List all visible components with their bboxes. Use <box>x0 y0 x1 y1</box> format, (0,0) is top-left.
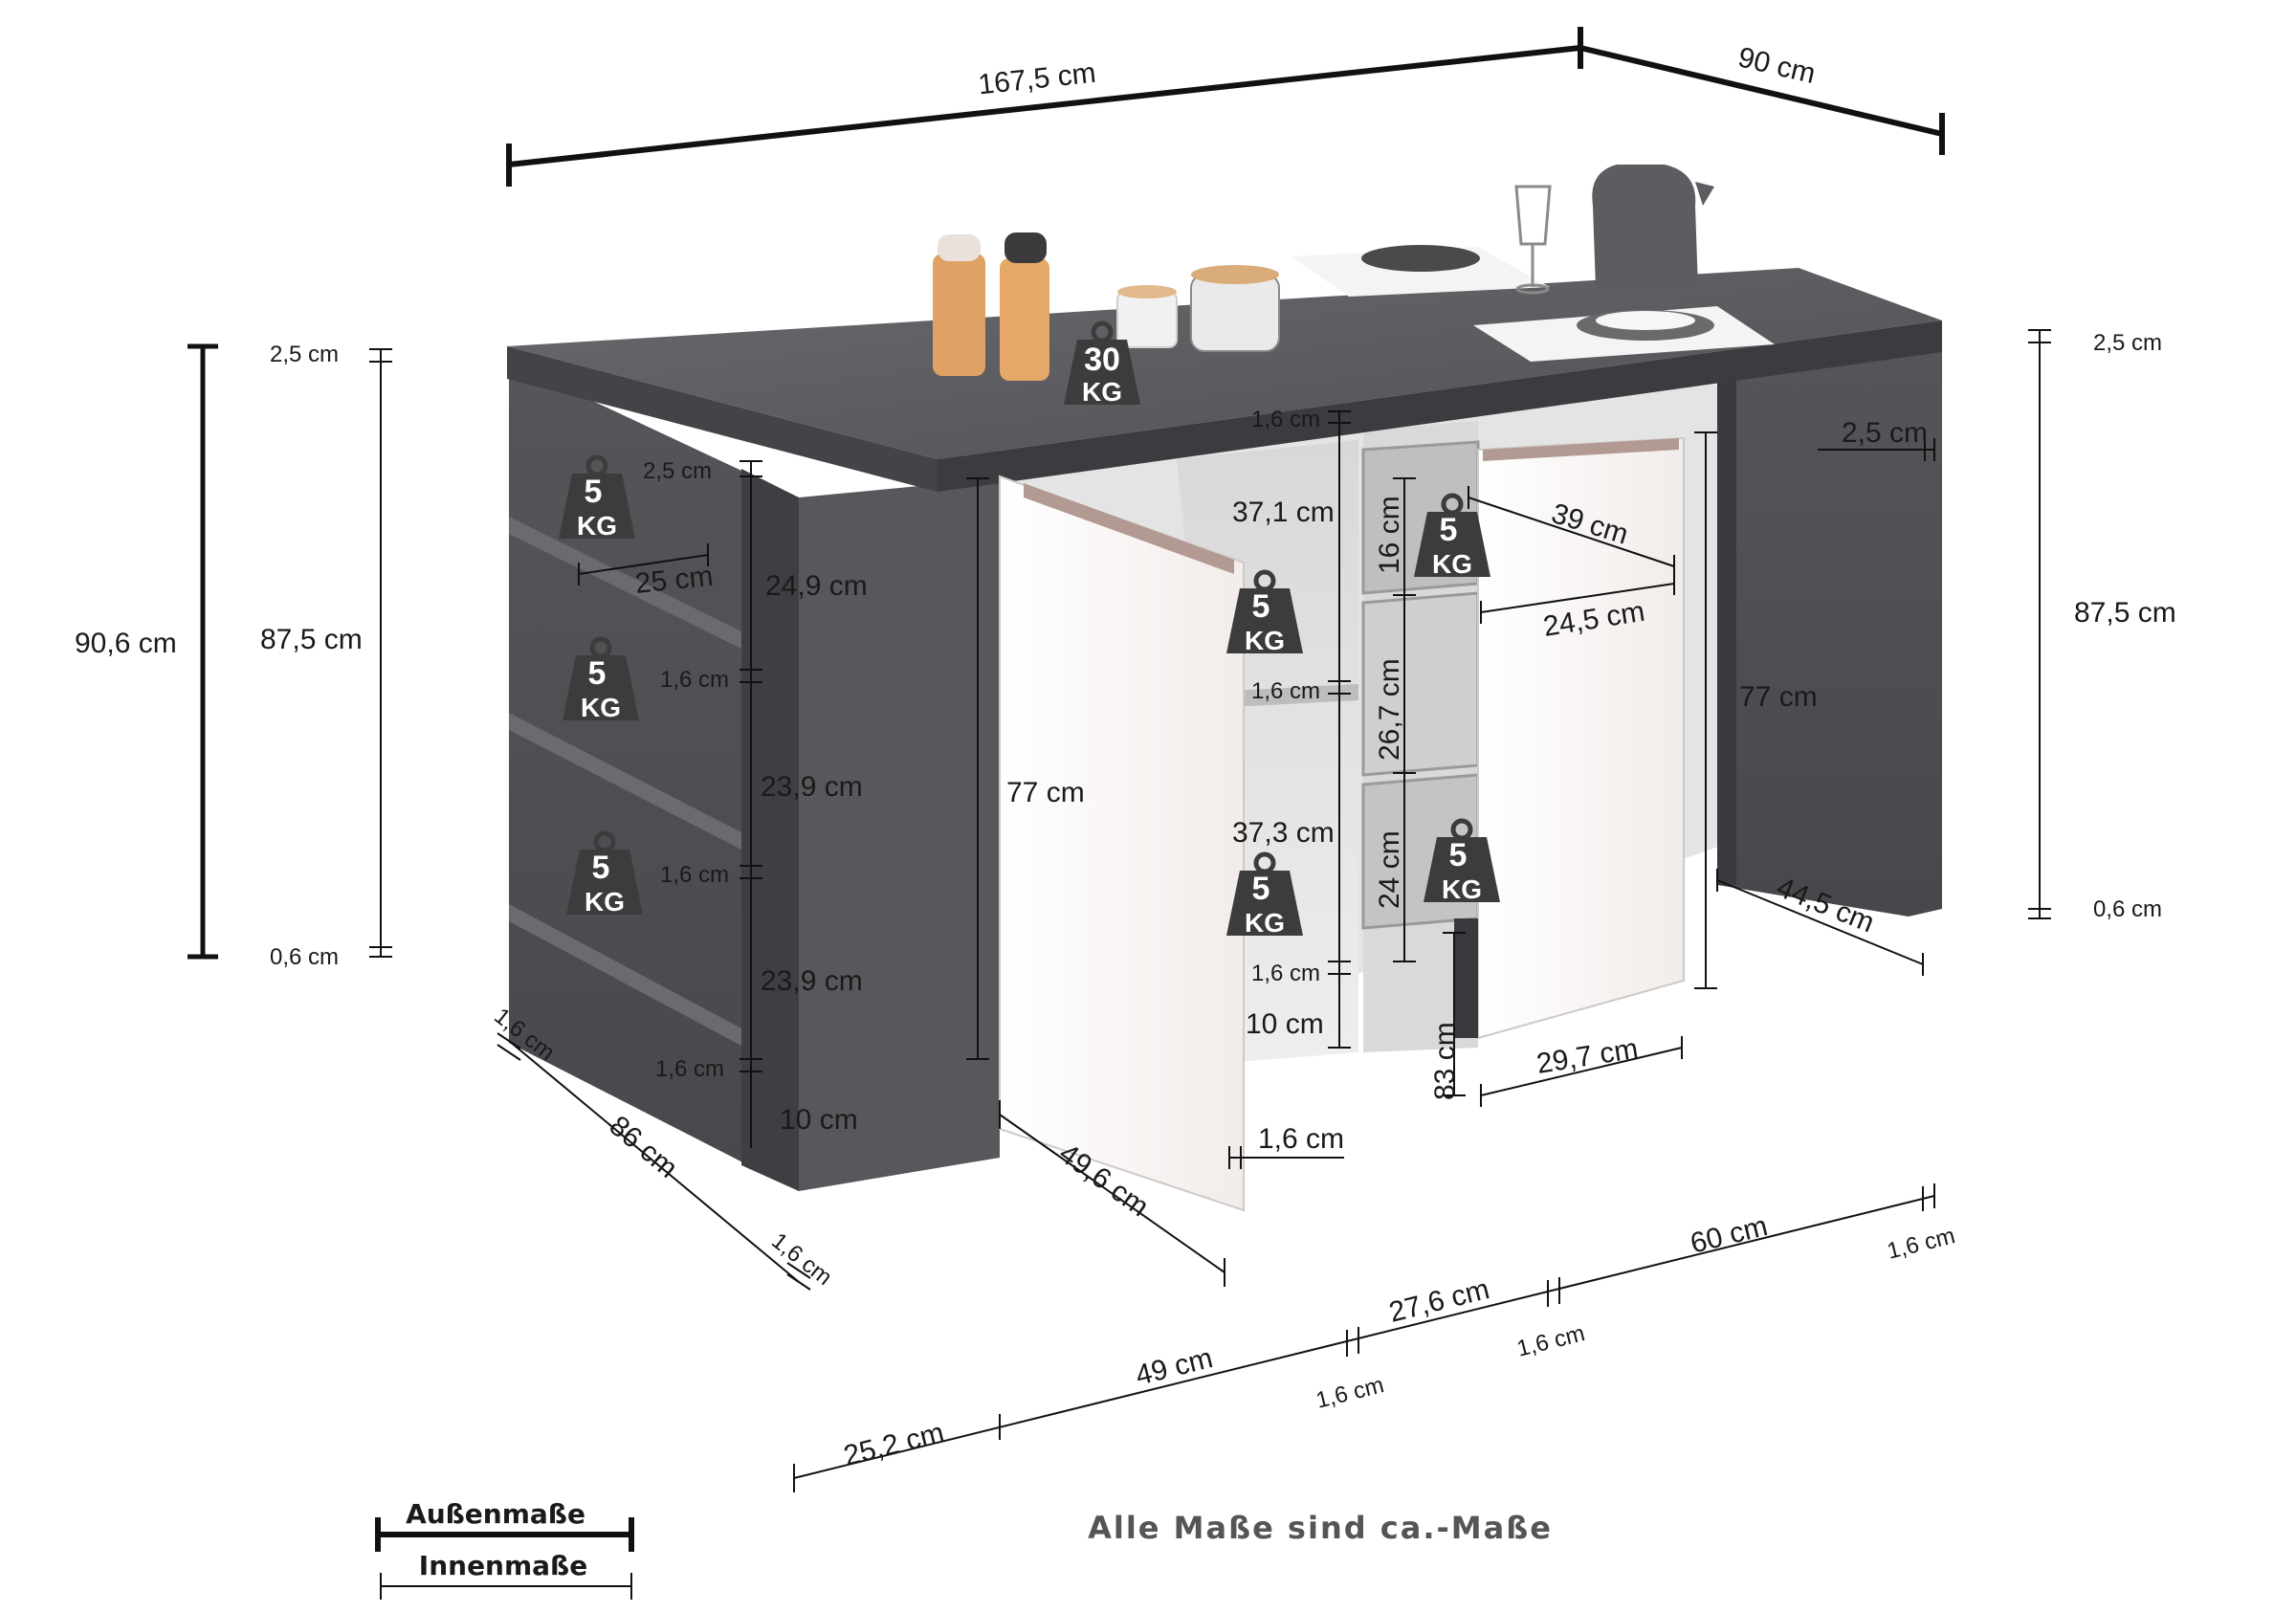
svg-text:5: 5 <box>1252 871 1270 907</box>
label-door-thickness: 1,6 cm <box>1258 1123 1344 1155</box>
pepper-mill-icon <box>1000 232 1049 381</box>
legend-inner-label: Innenmaße <box>419 1550 587 1581</box>
label-drawer-3: 24 cm <box>1374 830 1405 909</box>
label-center-base: 10 cm <box>1246 1008 1324 1040</box>
countertop-right-edge <box>938 320 1942 492</box>
legend: Außenmaße Innenmaße <box>375 1498 634 1600</box>
label-center-top-board: 1,6 cm <box>1251 407 1320 432</box>
label-left-total-height: 90,6 cm <box>75 628 177 659</box>
weight-badge-shelf-3: 5 KG <box>566 833 643 917</box>
right-door-lower-panel <box>1454 918 1478 1038</box>
label-shelf-2: 23,9 cm <box>761 771 863 803</box>
label-right-panel-thickness: 2,5 cm <box>1842 417 1928 449</box>
shelf-board-2 <box>509 713 741 850</box>
label-bottom-board-3: 1,6 cm <box>1885 1223 1957 1265</box>
kitchen-island-illustration <box>507 165 1942 1212</box>
countertop-surface <box>507 268 1942 459</box>
label-bottom-board-1: 1,6 cm <box>1314 1372 1386 1414</box>
svg-text:KG: KG <box>1082 377 1122 407</box>
label-bottom-board-2: 1,6 cm <box>1514 1320 1587 1362</box>
svg-text:KG: KG <box>1245 908 1285 938</box>
label-left-foot: 0,6 cm <box>270 944 339 970</box>
svg-text:30: 30 <box>1084 342 1120 378</box>
label-shelf-board-1: 1,6 cm <box>660 667 729 693</box>
label-right-foot: 0,6 cm <box>2093 896 2162 922</box>
label-shelf-1: 24,9 cm <box>765 570 868 602</box>
kettle-icon <box>1592 165 1714 289</box>
label-center-bottom-board: 1,6 cm <box>1251 961 1320 986</box>
label-drawer-1: 16 cm <box>1374 496 1405 574</box>
right-end-panel <box>1717 325 1942 917</box>
weight-badge-top: 30 KG <box>1064 323 1140 407</box>
svg-text:5: 5 <box>588 655 607 692</box>
weight-badge-drawer-3: 5 KG <box>1424 821 1500 904</box>
dim-top-depth-line <box>1579 45 1943 137</box>
label-drawer-front-width: 29,7 cm <box>1534 1033 1641 1080</box>
svg-text:5: 5 <box>1252 588 1270 625</box>
dimension-lines <box>188 27 2051 1492</box>
plate-icon <box>1361 245 1714 341</box>
svg-text:5: 5 <box>1449 837 1468 873</box>
label-center-mid-board: 1,6 cm <box>1251 678 1320 704</box>
svg-text:KG: KG <box>585 887 625 917</box>
weight-badge-center-upper: 5 KG <box>1226 572 1303 655</box>
right-door-handle <box>1483 438 1679 461</box>
weight-badge-shelf-2: 5 KG <box>563 639 639 722</box>
svg-text:KG: KG <box>1245 626 1285 655</box>
dim-top-width-line <box>508 45 1581 167</box>
salt-mill-icon <box>933 234 985 376</box>
wine-glass-icon <box>1514 185 1552 295</box>
dim-bottom-chain-line <box>793 1195 1935 1479</box>
svg-text:5: 5 <box>1440 512 1458 548</box>
label-door-right-height: 77 cm <box>1739 681 1818 713</box>
label-shelf-base: 10 cm <box>780 1104 858 1136</box>
label-bottom-1: 25,2 cm <box>841 1417 948 1472</box>
label-top-width: 167,5 cm <box>977 57 1097 101</box>
svg-text:5: 5 <box>585 474 603 510</box>
legend-outer-label: Außenmaße <box>406 1498 585 1530</box>
label-drawer-base: 83 cm <box>1429 1022 1461 1100</box>
weight-badge-drawer-1: 5 KG <box>1414 496 1490 579</box>
svg-text:5: 5 <box>592 850 610 886</box>
weight-badge-shelf-1: 5 KG <box>559 457 635 541</box>
jar-small-icon <box>1116 285 1178 348</box>
label-right-top-thickness: 2,5 cm <box>2093 330 2162 356</box>
label-drawer-2: 26,7 cm <box>1374 658 1405 761</box>
label-bottom-4: 60 cm <box>1688 1210 1771 1260</box>
label-side-board-b: 1,6 cm <box>766 1227 836 1291</box>
svg-text:KG: KG <box>577 511 617 541</box>
label-top-depth: 90 cm <box>1735 41 1819 90</box>
left-door <box>999 475 1245 1212</box>
countertop-front-edge <box>507 346 938 492</box>
label-center-upper: 37,1 cm <box>1232 497 1335 528</box>
dim-side-depth-line <box>508 1040 800 1283</box>
label-left-top-thickness: 2,5 cm <box>270 342 339 367</box>
svg-text:KG: KG <box>1442 874 1482 904</box>
label-shelf-board-2: 1,6 cm <box>660 862 729 888</box>
label-bottom-3: 27,6 cm <box>1386 1273 1493 1329</box>
left-end-panel <box>741 469 799 1191</box>
label-shelf-top-board: 2,5 cm <box>643 458 712 484</box>
right-end-edge <box>1717 362 1736 885</box>
shelf-board-1 <box>509 517 741 649</box>
label-left-inner-height: 87,5 cm <box>260 624 363 655</box>
svg-text:KG: KG <box>581 693 621 722</box>
jar-large-icon <box>1190 265 1280 352</box>
label-right-inner-height: 87,5 cm <box>2074 597 2176 629</box>
weight-badge-center-lower: 5 KG <box>1226 854 1303 938</box>
left-front-panel <box>799 478 1000 1191</box>
label-door-left-height: 77 cm <box>1006 777 1085 808</box>
shelf-board-3 <box>509 904 741 1046</box>
label-center-lower: 37,3 cm <box>1232 817 1335 849</box>
approximate-dimensions-note: Alle Maße sind ca.-Maße <box>1088 1510 1553 1546</box>
label-shelf-board-3: 1,6 cm <box>655 1056 724 1082</box>
label-shelf-3: 23,9 cm <box>761 965 863 997</box>
left-door-handle <box>1024 483 1234 574</box>
svg-text:KG: KG <box>1432 549 1472 579</box>
